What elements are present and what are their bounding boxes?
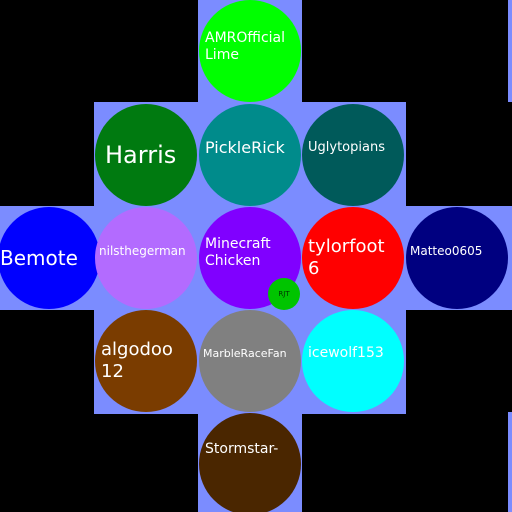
marker-badge: RJT — [268, 278, 300, 310]
marble-icewolf153[interactable]: icewolf153 — [302, 310, 404, 412]
board-right-edge-top — [508, 0, 512, 102]
marble-label: algodoo 12 — [101, 338, 173, 383]
marble-label: tylorfoot 6 — [308, 235, 385, 280]
marble-picklerick[interactable]: PickleRick — [199, 104, 301, 206]
marble-label: icewolf153 — [308, 345, 384, 362]
marble-label: nilsthegerman — [99, 243, 186, 258]
marble-algodoo12[interactable]: algodoo 12 — [95, 310, 197, 412]
marble-tylorfoot6[interactable]: tylorfoot 6 — [302, 207, 404, 309]
marker-label: RJT — [278, 290, 290, 298]
marble-nilsthegerman[interactable]: nilsthegerman — [95, 207, 197, 309]
marble-label: Harris — [105, 141, 177, 169]
marble-harris[interactable]: Harris — [95, 104, 197, 206]
marble-label: Stormstar- — [205, 441, 279, 458]
marble-marbleracefan[interactable]: MarbleRaceFan — [199, 310, 301, 412]
marble-label: Uglytopians — [308, 139, 385, 155]
marble-label: AMROfficial Lime — [205, 29, 285, 64]
marble-label: Minecraft Chicken — [205, 235, 271, 270]
marble-label: Bemote — [0, 245, 78, 270]
board-right-edge-bottom — [508, 412, 512, 512]
marble-label: MarbleRaceFan — [203, 347, 287, 361]
marble-bemote[interactable]: Bemote — [0, 207, 100, 309]
marble-label: Matteo0605 — [410, 243, 483, 258]
marble-stormstar[interactable]: Stormstar- — [199, 413, 301, 512]
marble-label: PickleRick — [205, 138, 285, 157]
marble-matteo0605[interactable]: Matteo0605 — [406, 207, 508, 309]
marble-amrofficial-lime[interactable]: AMROfficial Lime — [199, 0, 301, 102]
marble-uglytopians[interactable]: Uglytopians — [302, 104, 404, 206]
